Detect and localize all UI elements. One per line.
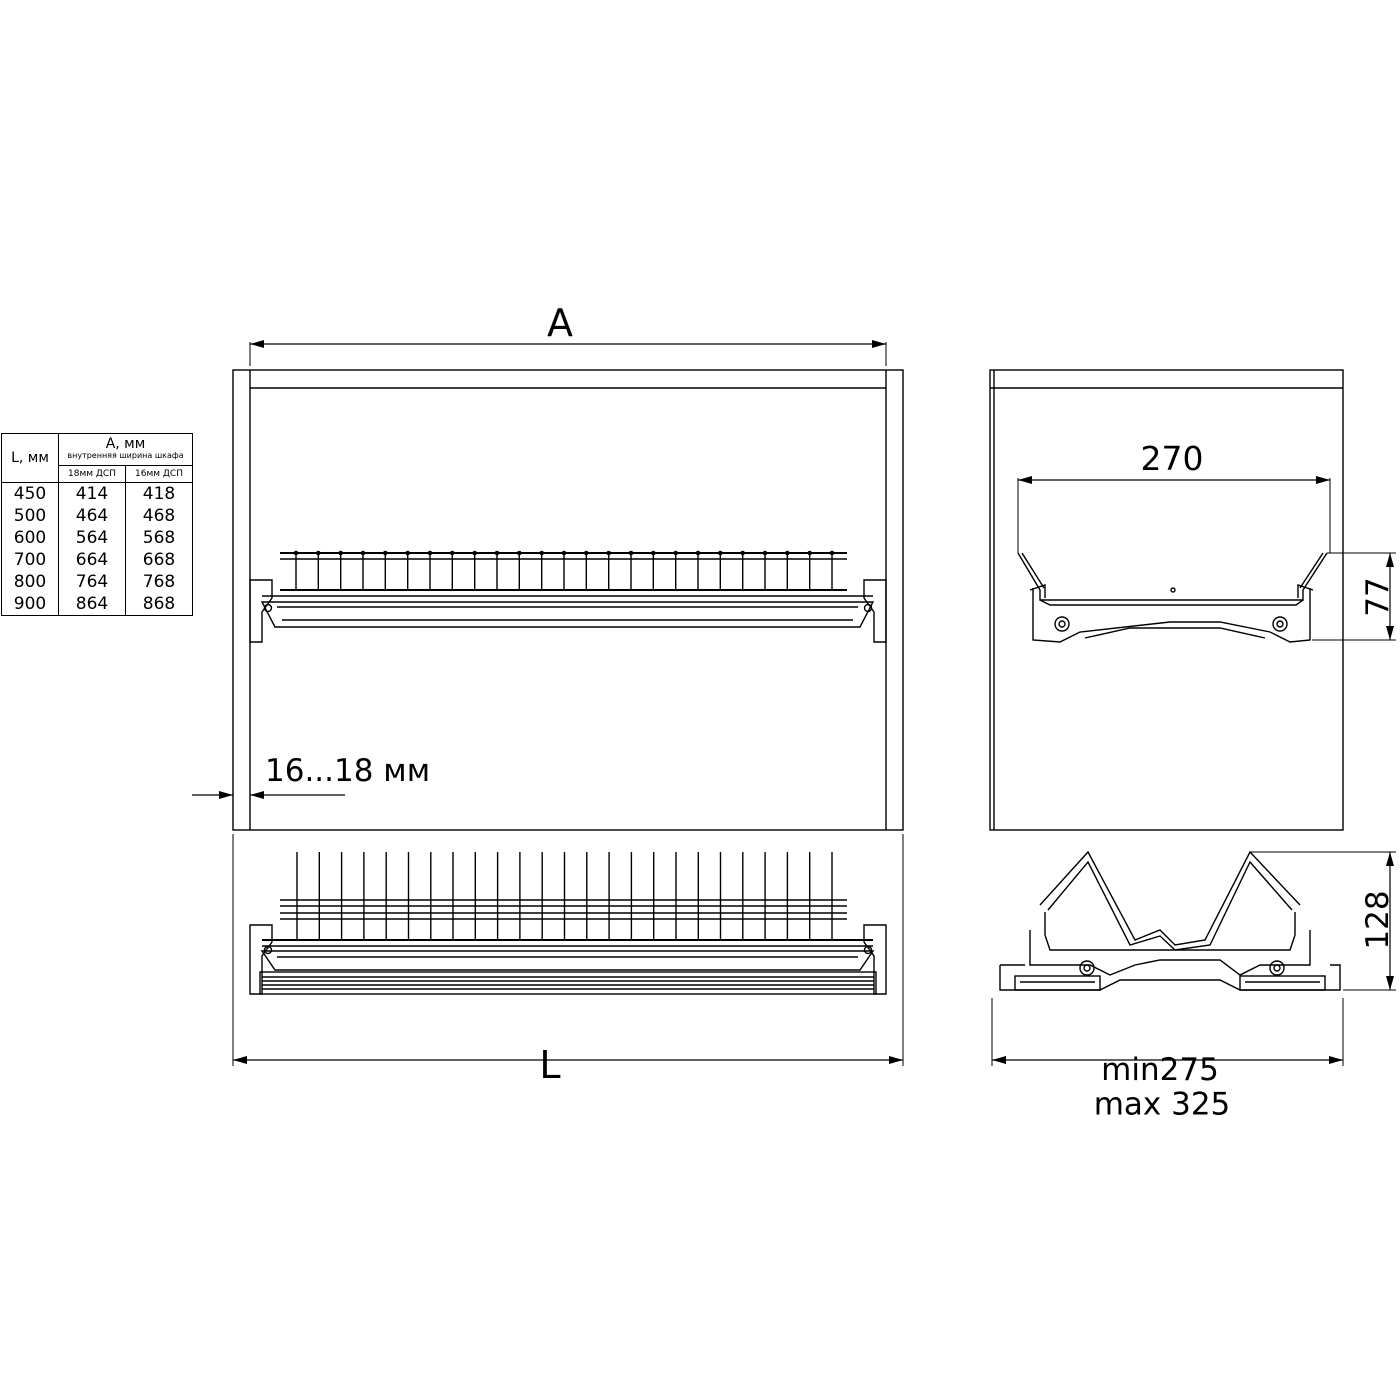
label-upper-height: 77 (1360, 577, 1396, 616)
rack-wire-tip (449, 550, 455, 556)
cabinet-front (232, 369, 904, 831)
cell-a-16: 568 (125, 527, 193, 549)
rack-wire-tip (494, 550, 500, 556)
rack-wire-tip (740, 550, 746, 556)
rack-wire-tip (472, 550, 478, 556)
rack-wire-tip (539, 550, 545, 556)
front-view (192, 340, 904, 1066)
lower-basket-profile (999, 850, 1341, 991)
rack-wire-tip (561, 550, 567, 556)
upper-rack-wires (293, 550, 835, 590)
upper-dish-rack (249, 550, 887, 643)
rack-wire-tip (405, 550, 411, 556)
cell-l: 700 (1, 549, 59, 571)
rack-wire-tip (427, 550, 433, 556)
label-depth-max: max 325 (1094, 1086, 1231, 1122)
dimension-128 (1250, 851, 1396, 991)
cell-l: 450 (1, 482, 59, 505)
cell-a-16: 468 (125, 505, 193, 527)
label-depth-min: min275 (1101, 1052, 1219, 1088)
rack-wire-tip (628, 550, 634, 556)
label-basket-width: 270 (1141, 439, 1204, 478)
cell-a-16: 768 (125, 571, 193, 593)
lower-dish-rack (249, 852, 887, 995)
rack-wire-tip (718, 550, 723, 556)
label-wall-thickness: 16...18 мм (265, 753, 430, 789)
rack-wire-tip (315, 550, 321, 556)
dimension-depth (991, 998, 1344, 1066)
cell-a-18: 864 (58, 593, 126, 616)
dimension-77 (1312, 552, 1396, 641)
cell-l: 500 (1, 505, 59, 527)
cell-a-16: 418 (125, 482, 193, 505)
rack-wire-tip (382, 550, 388, 556)
cell-l: 800 (1, 571, 59, 593)
rack-wire-tip (360, 550, 366, 556)
cell-a-18: 664 (58, 549, 126, 571)
label-lower-height: 128 (1360, 890, 1396, 949)
header-l: L, мм (1, 433, 59, 483)
rack-wire-tip (606, 550, 612, 556)
rack-wire-tip (651, 550, 656, 556)
cell-a-18: 564 (58, 527, 126, 549)
cell-l: 900 (1, 593, 59, 616)
rack-wire-tip (338, 550, 344, 556)
rack-wire-tip (807, 550, 813, 556)
rack-wire-tip (695, 550, 701, 556)
rack-wire-tip (829, 550, 835, 556)
cell-a-18: 464 (58, 505, 126, 527)
label-l: L (539, 1043, 560, 1087)
rack-wire-tip (673, 550, 679, 556)
cell-a-16: 668 (125, 549, 193, 571)
side-view (989, 369, 1396, 1066)
upper-basket-profile (1017, 552, 1328, 643)
header-18mm: 18мм ДСП (58, 464, 126, 484)
rack-wire-tip (517, 550, 522, 556)
label-a: A (547, 301, 573, 345)
rack-wire-tip (293, 550, 299, 556)
cell-l: 600 (1, 527, 59, 549)
cabinet-side (989, 369, 1344, 831)
lower-rack-wires (296, 852, 833, 940)
header-a-title: A, мм (105, 436, 146, 453)
dimension-l (232, 834, 904, 1066)
cell-a-18: 414 (58, 482, 126, 505)
dimension-270 (1017, 476, 1331, 553)
rack-wire-tip (785, 550, 790, 556)
rack-wire-tip (762, 550, 768, 556)
rack-wire-tip (584, 550, 589, 556)
header-a-subtitle: внутренняя ширина шкафа (67, 451, 184, 461)
header-16mm: 16мм ДСП (125, 464, 193, 484)
cell-a-16: 868 (125, 593, 193, 616)
dimension-a (249, 340, 887, 366)
cell-a-18: 764 (58, 571, 126, 593)
